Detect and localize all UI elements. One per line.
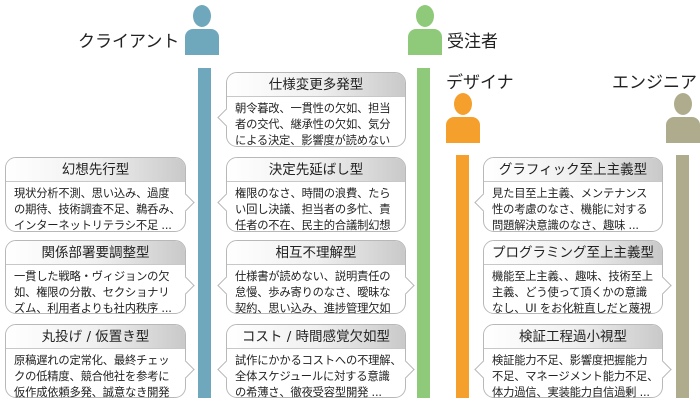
callout-title: 関係部署要調整型 [6,241,185,265]
mutual-type-callout: 仕様変更多発型朝令暮改、一貫性の欠如、担当者の交代、継承性の欠如、気分による決定… [226,72,406,147]
client-person-icon [185,5,219,55]
callout-line: 仕様書が読めない、説明責任の [235,270,391,283]
callout-title: プログラミング至上主義型 [484,241,662,265]
callout-title: 相互不理解型 [227,241,405,265]
callout-title: コスト / 時間感覚欠如型 [227,325,405,349]
callout-line: 体力過信、実装能力自信過剰 ... [492,386,650,399]
callout-line: 一貫した戦略・ヴィジョンの欠 [14,270,170,283]
receiver-person-icon [408,5,442,55]
callout-line: 検証能力不足、影響度把握能力 [492,354,648,367]
mutual-type-callout: 相互不理解型仕様書が読めない、説明責任の怠慢、歩み寄りのなさ、曖昧な契約、思い込… [226,240,406,315]
callout-line: 者の交代、継承性の欠如、気分 [235,118,391,131]
callout-line: 怠慢、歩み寄りのなさ、曖昧な [235,286,391,299]
callout-line: 仮作成依頼多発、誠意なき開発 [14,386,170,399]
callout-line: 不足、マネージメント能力不足、 [492,370,659,383]
engineer-timeline-bar [676,155,689,398]
callout-line: 現状分析不測、思い込み、過度 [14,187,170,200]
callout-title: 丸投げ / 仮置き型 [6,325,185,349]
designer-timeline-bar [456,155,469,398]
callout-line: 契約、思い込み、進捗管理欠如 [235,302,391,315]
receiver-type-callout: グラフィック至上主義型見た目至上主義、メンテナンス性の考慮のなさ、機能に対する問… [483,157,663,232]
designer-person-icon [446,93,480,143]
client-type-callout: 丸投げ / 仮置き型原稿遅れの定常化、最終チェックの低精度、競合他社を参考に仮作… [5,324,186,399]
callout-line: 全体スケジュールに対する意識 [235,370,390,383]
callout-line: い回し決議、担当者の多忙、責 [235,203,391,216]
callout-title: 幻想先行型 [6,158,185,182]
callout-line: クの低精度、競合他社を参考に [14,370,170,383]
client-type-callout: 幻想先行型現状分析不測、思い込み、過度の期待、技術調査不足、鵜呑み、インターネッ… [5,157,186,232]
client-type-callout: 関係部署要調整型一貫した戦略・ヴィジョンの欠如、権限の分散、セクショナリズム、利… [5,240,186,315]
callout-line: 原稿遅れの定常化、最終チェッ [14,354,170,367]
engineer-person-icon [666,93,700,143]
receiver-timeline-bar [417,68,430,398]
callout-line: 性の考慮のなさ、機能に対する [492,203,648,216]
callout-line: 任者の不在、民主的合議制幻想 [235,219,391,232]
callout-line: 見た目至上主義、メンテナンス [492,187,648,200]
callout-title: 仕様変更多発型 [227,73,405,97]
callout-title: 決定先延ばし型 [227,158,405,182]
receiver-type-callout: プログラミング至上主義型機能至上主義、、趣味、技術至上主義、どう使って頂くかの意… [483,240,663,315]
callout-line: 試作にかかるコストへの不理解、 [235,354,402,367]
role-label-designer: デザイナ [446,73,514,93]
client-timeline-bar [198,68,211,398]
role-label-engineer: エンジニア [612,73,697,93]
mutual-type-callout: コスト / 時間感覚欠如型試作にかかるコストへの不理解、全体スケジュールに対する… [226,324,406,399]
callout-line: なし、UI をお化粧直しだと蔑視 [492,302,651,315]
callout-line: 機能至上主義、、趣味、技術至上 [492,270,653,283]
callout-line: 問題解決意識のなさ、趣味 ... [492,219,639,232]
role-label-receiver: 受注者 [447,32,498,52]
callout-line: 朝令暮改、一貫性の欠如、担当 [235,102,391,115]
callout-line: の希薄さ、徹夜受容型開発 ... [235,386,382,399]
callout-line: ズム、利用者よりも社内秩序 ... [14,302,172,315]
callout-title: 検証工程過小視型 [484,325,662,349]
callout-line: の期待、技術調査不足、鵜呑み、 [14,203,181,216]
receiver-type-callout: 検証工程過小視型検証能力不足、影響度把握能力不足、マネージメント能力不足、体力過… [483,324,663,399]
mutual-type-callout: 決定先延ばし型権限のなさ、時間の浪費、たらい回し決議、担当者の多忙、責任者の不在… [226,157,406,232]
callout-line: 主義、どう使って頂くかの意識 [492,286,647,299]
callout-line: 如、権限の分散、セクショナリ [14,286,170,299]
callout-title: グラフィック至上主義型 [484,158,662,182]
role-label-client: クライアント [78,32,180,52]
callout-line: による決定、影響度が読めない [235,134,391,147]
callout-line: 権限のなさ、時間の浪費、たら [235,187,391,200]
callout-line: インターネットリテラシ不足 ... [14,219,172,232]
